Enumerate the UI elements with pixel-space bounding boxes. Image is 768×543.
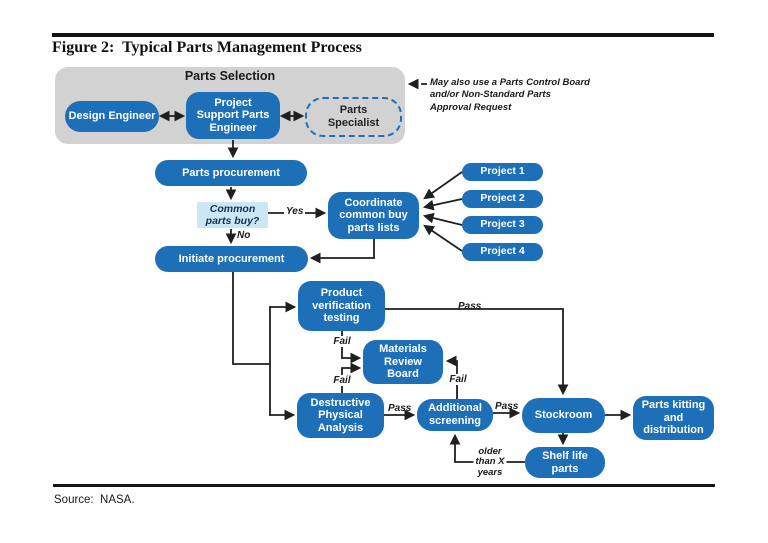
node-project-3: Project 3 — [462, 216, 543, 234]
node-parts-kitting-distribution: Parts kitting and distribution — [633, 396, 714, 440]
edge-label-fail-screening: Fail — [447, 374, 469, 385]
figure-title: Figure 2: Typical Parts Management Proce… — [52, 39, 362, 56]
node-common-parts-buy: Common parts buy? — [197, 202, 268, 228]
top-rule — [52, 33, 714, 37]
node-stockroom: Stockroom — [522, 398, 605, 433]
parts-selection-label: Parts Selection — [184, 69, 276, 83]
edge-label-pass-screening: Pass — [495, 401, 519, 412]
edge-label-no: No — [237, 230, 251, 241]
node-initiate-procurement: Initiate procurement — [155, 246, 308, 272]
node-project-2: Project 2 — [462, 190, 543, 208]
edge-label-pass-dpa: Pass — [388, 403, 412, 414]
bottom-rule — [53, 484, 715, 487]
node-project-1: Project 1 — [462, 163, 543, 181]
node-parts-specialist: Parts Specialist — [305, 97, 402, 137]
node-additional-screening: Additional screening — [417, 399, 493, 431]
edge-label-pass-verification: Pass — [458, 301, 482, 312]
node-shelf-life-parts: Shelf life parts — [525, 447, 605, 478]
edge-label-fail-verification: Fail — [331, 336, 353, 347]
node-project-support-parts-engineer: Project Support Parts Engineer — [186, 92, 280, 139]
edge-label-yes: Yes — [284, 206, 306, 217]
edge-label-older-than-x-years: older than X years — [473, 446, 507, 478]
node-project-4: Project 4 — [462, 243, 543, 261]
node-product-verification-testing: Product verification testing — [298, 281, 385, 331]
edge-label-fail-dpa: Fail — [331, 375, 353, 386]
source-note: Source: NASA. — [54, 494, 135, 506]
node-design-engineer: Design Engineer — [65, 101, 159, 132]
node-parts-procurement: Parts procurement — [155, 160, 307, 186]
annotation-parts-control-board: May also use a Parts Control Board and/o… — [430, 77, 590, 113]
node-coordinate-common-buy: Coordinate common buy parts lists — [328, 192, 419, 239]
node-destructive-physical-analysis: Destructive Physical Analysis — [297, 393, 384, 438]
node-materials-review-board: Materials Review Board — [363, 340, 443, 384]
